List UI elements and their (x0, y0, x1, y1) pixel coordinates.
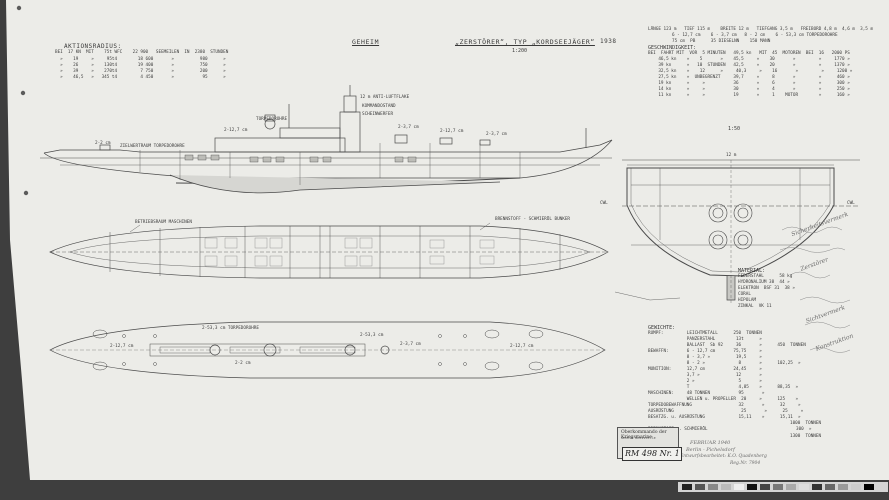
weights-line: TORPEDOBEWAFFNUNG 32 » 32 » (648, 403, 801, 408)
deck-label: 2-12,7 cm (110, 344, 134, 349)
side-profile-drawing (40, 85, 613, 194)
weights-line: WELLEN u. PROPELLER 20 » 125 » (648, 397, 799, 402)
weights-line: 3,7 » 12 » (648, 373, 762, 378)
material-line: HIPOLAM (738, 298, 757, 303)
speed-row: 39 kn » 10 STUNDEN 42,5 » 20 » » 1370 » (648, 63, 850, 68)
signature-place: Berlin - Pichelsdorf (686, 447, 735, 453)
weights-line: BALLAST Sb 92 36 » 450 TONNEN (648, 343, 806, 348)
weights-total: 300 » (796, 427, 812, 432)
range-row: » 39 » 270t4 7 750 » 200 » (55, 69, 226, 74)
archive-number-box: RM 498 Nr. 1 (622, 447, 682, 461)
weights-line: MASCHINEN: 48 TONNEN 95 » (648, 391, 765, 396)
deck-label: 2-53,3 cm (360, 333, 384, 338)
stamp-line: Geheim Amtsstelle (621, 436, 656, 440)
spec-line: 75 cm PB 35 DIESELNN 150 MANN (672, 39, 771, 44)
profile-label: ZIELWERTRAUM TORPEDOROHRE (120, 144, 185, 149)
drawing-year: 1938 (600, 38, 617, 45)
weights-line: PANZERSTAHL 13t » (648, 337, 762, 342)
waterline-label: CWL (600, 201, 608, 206)
profile-label: 2-12,7 cm (440, 129, 464, 134)
weights-line: BESATZG. u. AUSRÜSTUNG 15,11 » 15,11 » (648, 415, 801, 420)
drawing-title: „ZERSTÖRER“, TYP „KORDSEEJÄGER“ (455, 38, 595, 46)
stamp-line: Oberkommando der Kriegsmarine (621, 430, 667, 440)
speed-row: 11 kn » » 19 » 1 MOTOR » 160 » (648, 93, 850, 98)
material-line: ZINKAL VK 11 (738, 304, 772, 309)
speed-row: 14 kn » » 30 » 4 » » 250 » (648, 87, 850, 92)
weights-total: 1000 TONNEN (790, 421, 822, 426)
section-width: 12 m (726, 153, 737, 158)
paper (6, 0, 889, 480)
weights-line: 2 » 5 » (648, 379, 762, 384)
weights-line: T 4,85 » 88,35 » (648, 385, 799, 390)
waterline-label: CWL (847, 201, 855, 206)
spec-line: 6 - 12,7 cm 6 - 3,7 cm 8 - 2 cm 6 - 53,3… (672, 33, 838, 38)
range-row: » 46,5 » 345 t4 4 450 » 95 » (55, 75, 226, 80)
material-line: FEDERSTAHL 58 kg (738, 274, 793, 279)
profile-label: SCHEINWERFER (362, 112, 394, 117)
profile-label: 12 m ANTI-LUFTFLAKE (360, 95, 410, 100)
color-calibration-strip (678, 482, 888, 492)
range-row: » 19 » 95t4 18 600 » 980 » (55, 57, 226, 62)
speed-row: 32,5 kn » 12 » 40,3 » 16 » » 1200 » (648, 69, 853, 74)
profile-label: TORPEDOROHRE (256, 117, 288, 122)
weights-heading: GEWICHTE: (648, 325, 676, 331)
punch-hole (23, 190, 29, 196)
section-scale: 1:50 (728, 126, 741, 132)
speed-row: 19 kn » » 36 » 6 » » 300 » (648, 81, 850, 86)
signature-author: Entwurfsbearbeitet: K.O. Quadenberg (680, 454, 767, 459)
range-row: » 26 » 130t4 19 400 » 750 » (55, 63, 226, 68)
material-line: HYDRONALIUM 38 44 » (738, 280, 790, 285)
secret-marking: GEHEIM (352, 38, 380, 46)
deck-label: 2-3,7 cm (400, 342, 421, 347)
deck-view-drawing (49, 321, 606, 379)
weights-line: RUMPF: LEICHTMETALL 250 TONNEN (648, 331, 762, 336)
range-header: BEI 17 KN MIT 75t WFC 22 900 SEEMEILEN I… (55, 50, 229, 55)
midship-section-drawing (614, 159, 860, 305)
profile-label: 2-3,7 cm (486, 132, 507, 137)
weights-line: 8 - 2 » 8 » 102,25 » (648, 361, 801, 366)
weights-line: 8 - 3,7 » 19,5 » (648, 355, 762, 360)
deck-label: 2-53,3 cm TORPEDOROHRE (202, 326, 259, 331)
material-line: CORAL (738, 292, 751, 297)
profile-label: KOMMANDOSTAND (362, 104, 396, 109)
deck-label: 2-2 cm (235, 361, 251, 366)
weights-total: 1300 TONNEN (790, 434, 822, 439)
profile-label: 2-3,7 cm (398, 125, 419, 130)
weights-line: AUSRÜSTUNG 25 » 25 » (648, 409, 804, 414)
main-scale: 1:200 (512, 48, 528, 54)
archive-number: RM 498 Nr. 1 (625, 449, 680, 458)
spec-line: LÄNGE 123 m TIEF 115 m BREITE 12 m TIEFG… (648, 27, 874, 32)
speed-row: BEI FAHRT MIT VOR 5 MINUTEN 49,5 kn MIT … (648, 51, 850, 56)
signature-regno: Reg.Nr. 7904 (730, 461, 761, 466)
plan-label: BETRIEBSRAUM MASCHINEN (135, 220, 192, 225)
deck-label: 2-12,7 cm (510, 344, 534, 349)
range-heading: AKTIONSRADIUS: (64, 43, 122, 50)
signature-date: FEBRUAR 1940 (690, 440, 731, 446)
speed-row: 46,5 kn » 5 » 45,5 » 30 » » 1770 » (648, 57, 850, 62)
profile-label: 2-12,7 cm (224, 128, 248, 133)
plan-label: BRENNSTOFF - SCHMIERÖL BUNKER (495, 217, 571, 222)
speed-row: 27,5 kn » UNBEGRENZT 39,7 » 8 » » 460 » (648, 75, 850, 80)
margin-handwriting (779, 226, 851, 353)
profile-label: 2-2 cm (95, 141, 111, 146)
weights-line: MUNITION: 12,7 cm 24,45 » (648, 367, 762, 372)
speed-heading: GESCHWINDIGKEIT: (648, 45, 697, 51)
punch-hole (16, 5, 22, 11)
weights-line: BEWAFFN: 6 - 12,7 cm 75,75 » (648, 349, 762, 354)
punch-hole (20, 90, 26, 96)
material-line: ELEKTRON BSF 31 38 » (738, 286, 795, 291)
plan-view-drawing (49, 222, 609, 279)
material-heading: MATERIAL: (738, 268, 766, 274)
